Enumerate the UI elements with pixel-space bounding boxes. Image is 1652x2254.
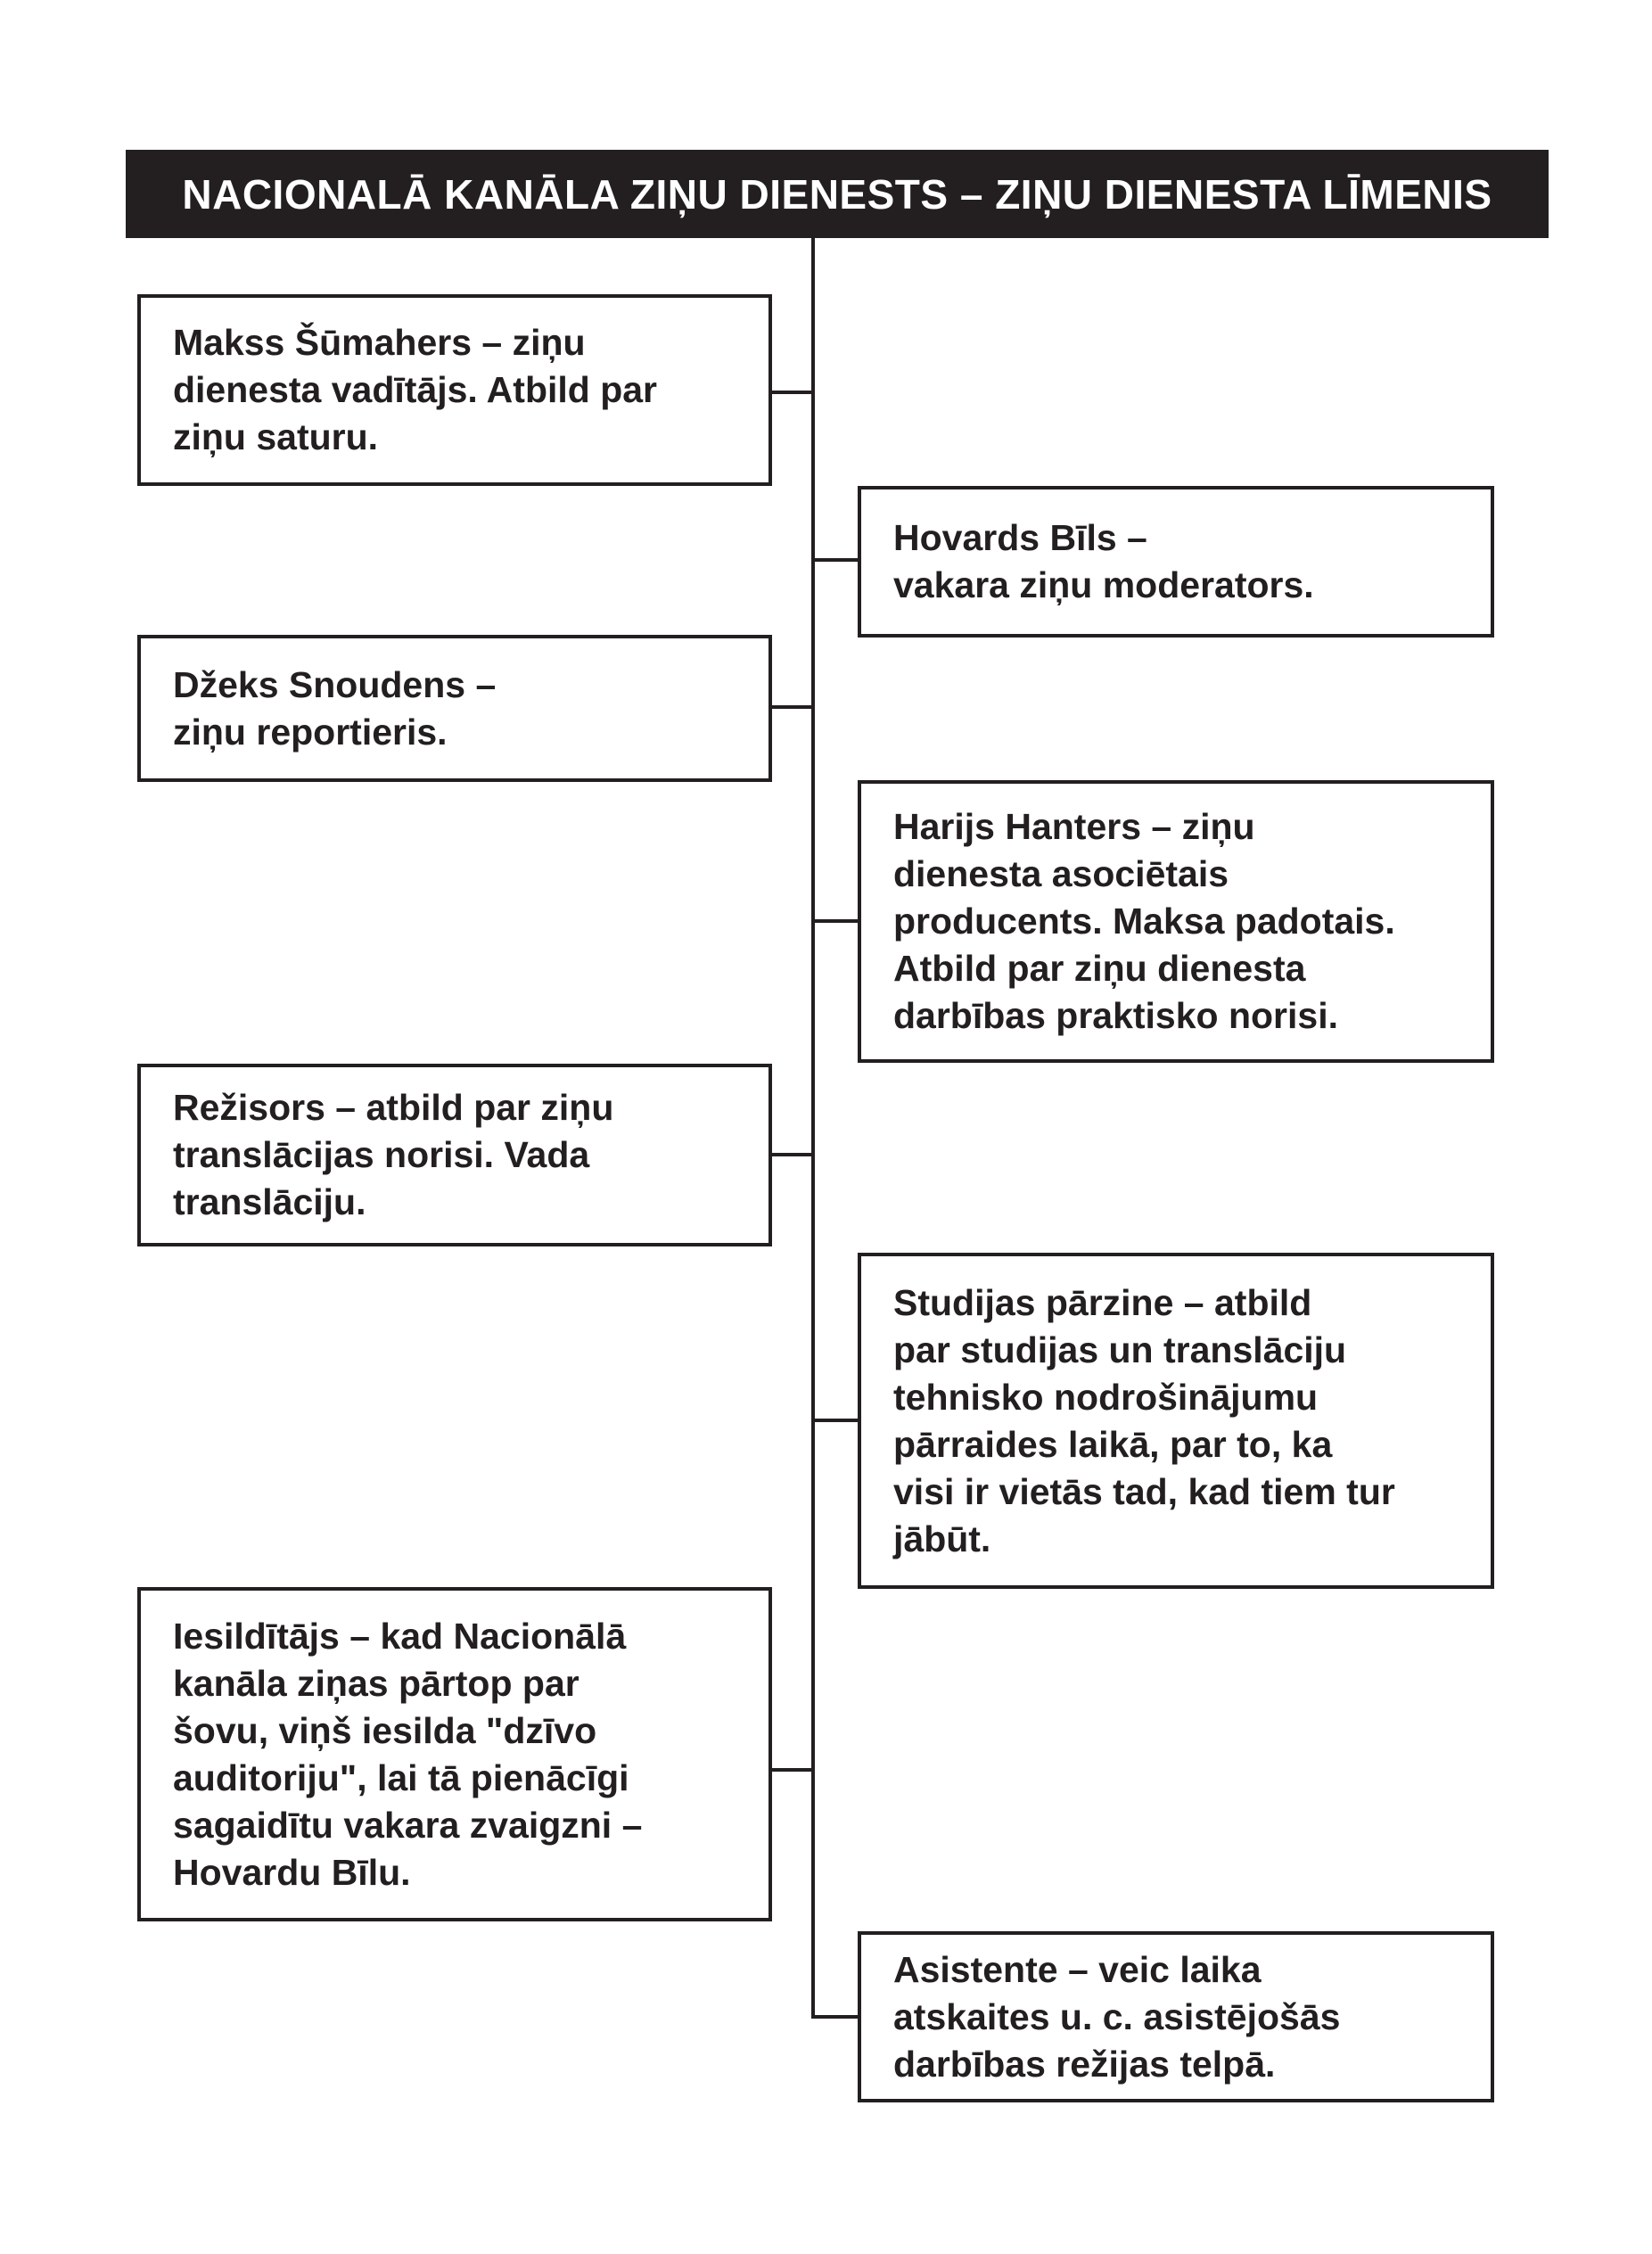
connector-director [770, 1153, 813, 1156]
connector-news-director [770, 391, 813, 394]
box-evening-news-anchor-text: Hovards Bīls – vakara ziņu moderators. [893, 517, 1314, 605]
trunk-line [811, 238, 815, 2019]
connector-warm-up-man [770, 1768, 813, 1772]
box-news-director: Makss Šūmahers – ziņu dienesta vadītājs.… [137, 294, 772, 486]
box-director-text: Režisors – atbild par ziņu translācijas … [173, 1087, 614, 1222]
box-warm-up-man: Iesildītājs – kad Nacionālā kanāla ziņas… [137, 1587, 772, 1921]
connector-associate-producer [813, 919, 859, 923]
connector-evening-news-anchor [813, 558, 859, 562]
box-studio-supervisor: Studijas pārzine – atbild par studijas u… [858, 1253, 1494, 1589]
box-news-director-text: Makss Šūmahers – ziņu dienesta vadītājs.… [173, 322, 658, 457]
box-studio-supervisor-text: Studijas pārzine – atbild par studijas u… [893, 1281, 1395, 1559]
box-warm-up-man-text: Iesildītājs – kad Nacionālā kanāla ziņas… [173, 1615, 643, 1893]
box-news-reporter-text: Džeks Snoudens – ziņu reportieris. [173, 663, 497, 753]
chart-title-bar: NACIONALĀ KANĀLA ZIŅU DIENESTS – ZIŅU DI… [126, 150, 1549, 238]
box-director: Režisors – atbild par ziņu translācijas … [137, 1064, 772, 1246]
box-evening-news-anchor: Hovards Bīls – vakara ziņu moderators. [858, 486, 1494, 638]
box-news-reporter: Džeks Snoudens – ziņu reportieris. [137, 635, 772, 782]
box-assistant: Asistente – veic laika atskaites u. c. a… [858, 1931, 1494, 2102]
connector-assistant [813, 2015, 859, 2019]
box-associate-producer: Harijs Hanters – ziņu dienesta asociētai… [858, 780, 1494, 1063]
box-assistant-text: Asistente – veic laika atskaites u. c. a… [893, 1948, 1341, 2085]
connector-news-reporter [770, 705, 813, 709]
connector-studio-supervisor [813, 1419, 859, 1422]
box-associate-producer-text: Harijs Hanters – ziņu dienesta asociētai… [893, 806, 1395, 1036]
chart-title: NACIONALĀ KANĀLA ZIŅU DIENESTS – ZIŅU DI… [182, 170, 1492, 218]
